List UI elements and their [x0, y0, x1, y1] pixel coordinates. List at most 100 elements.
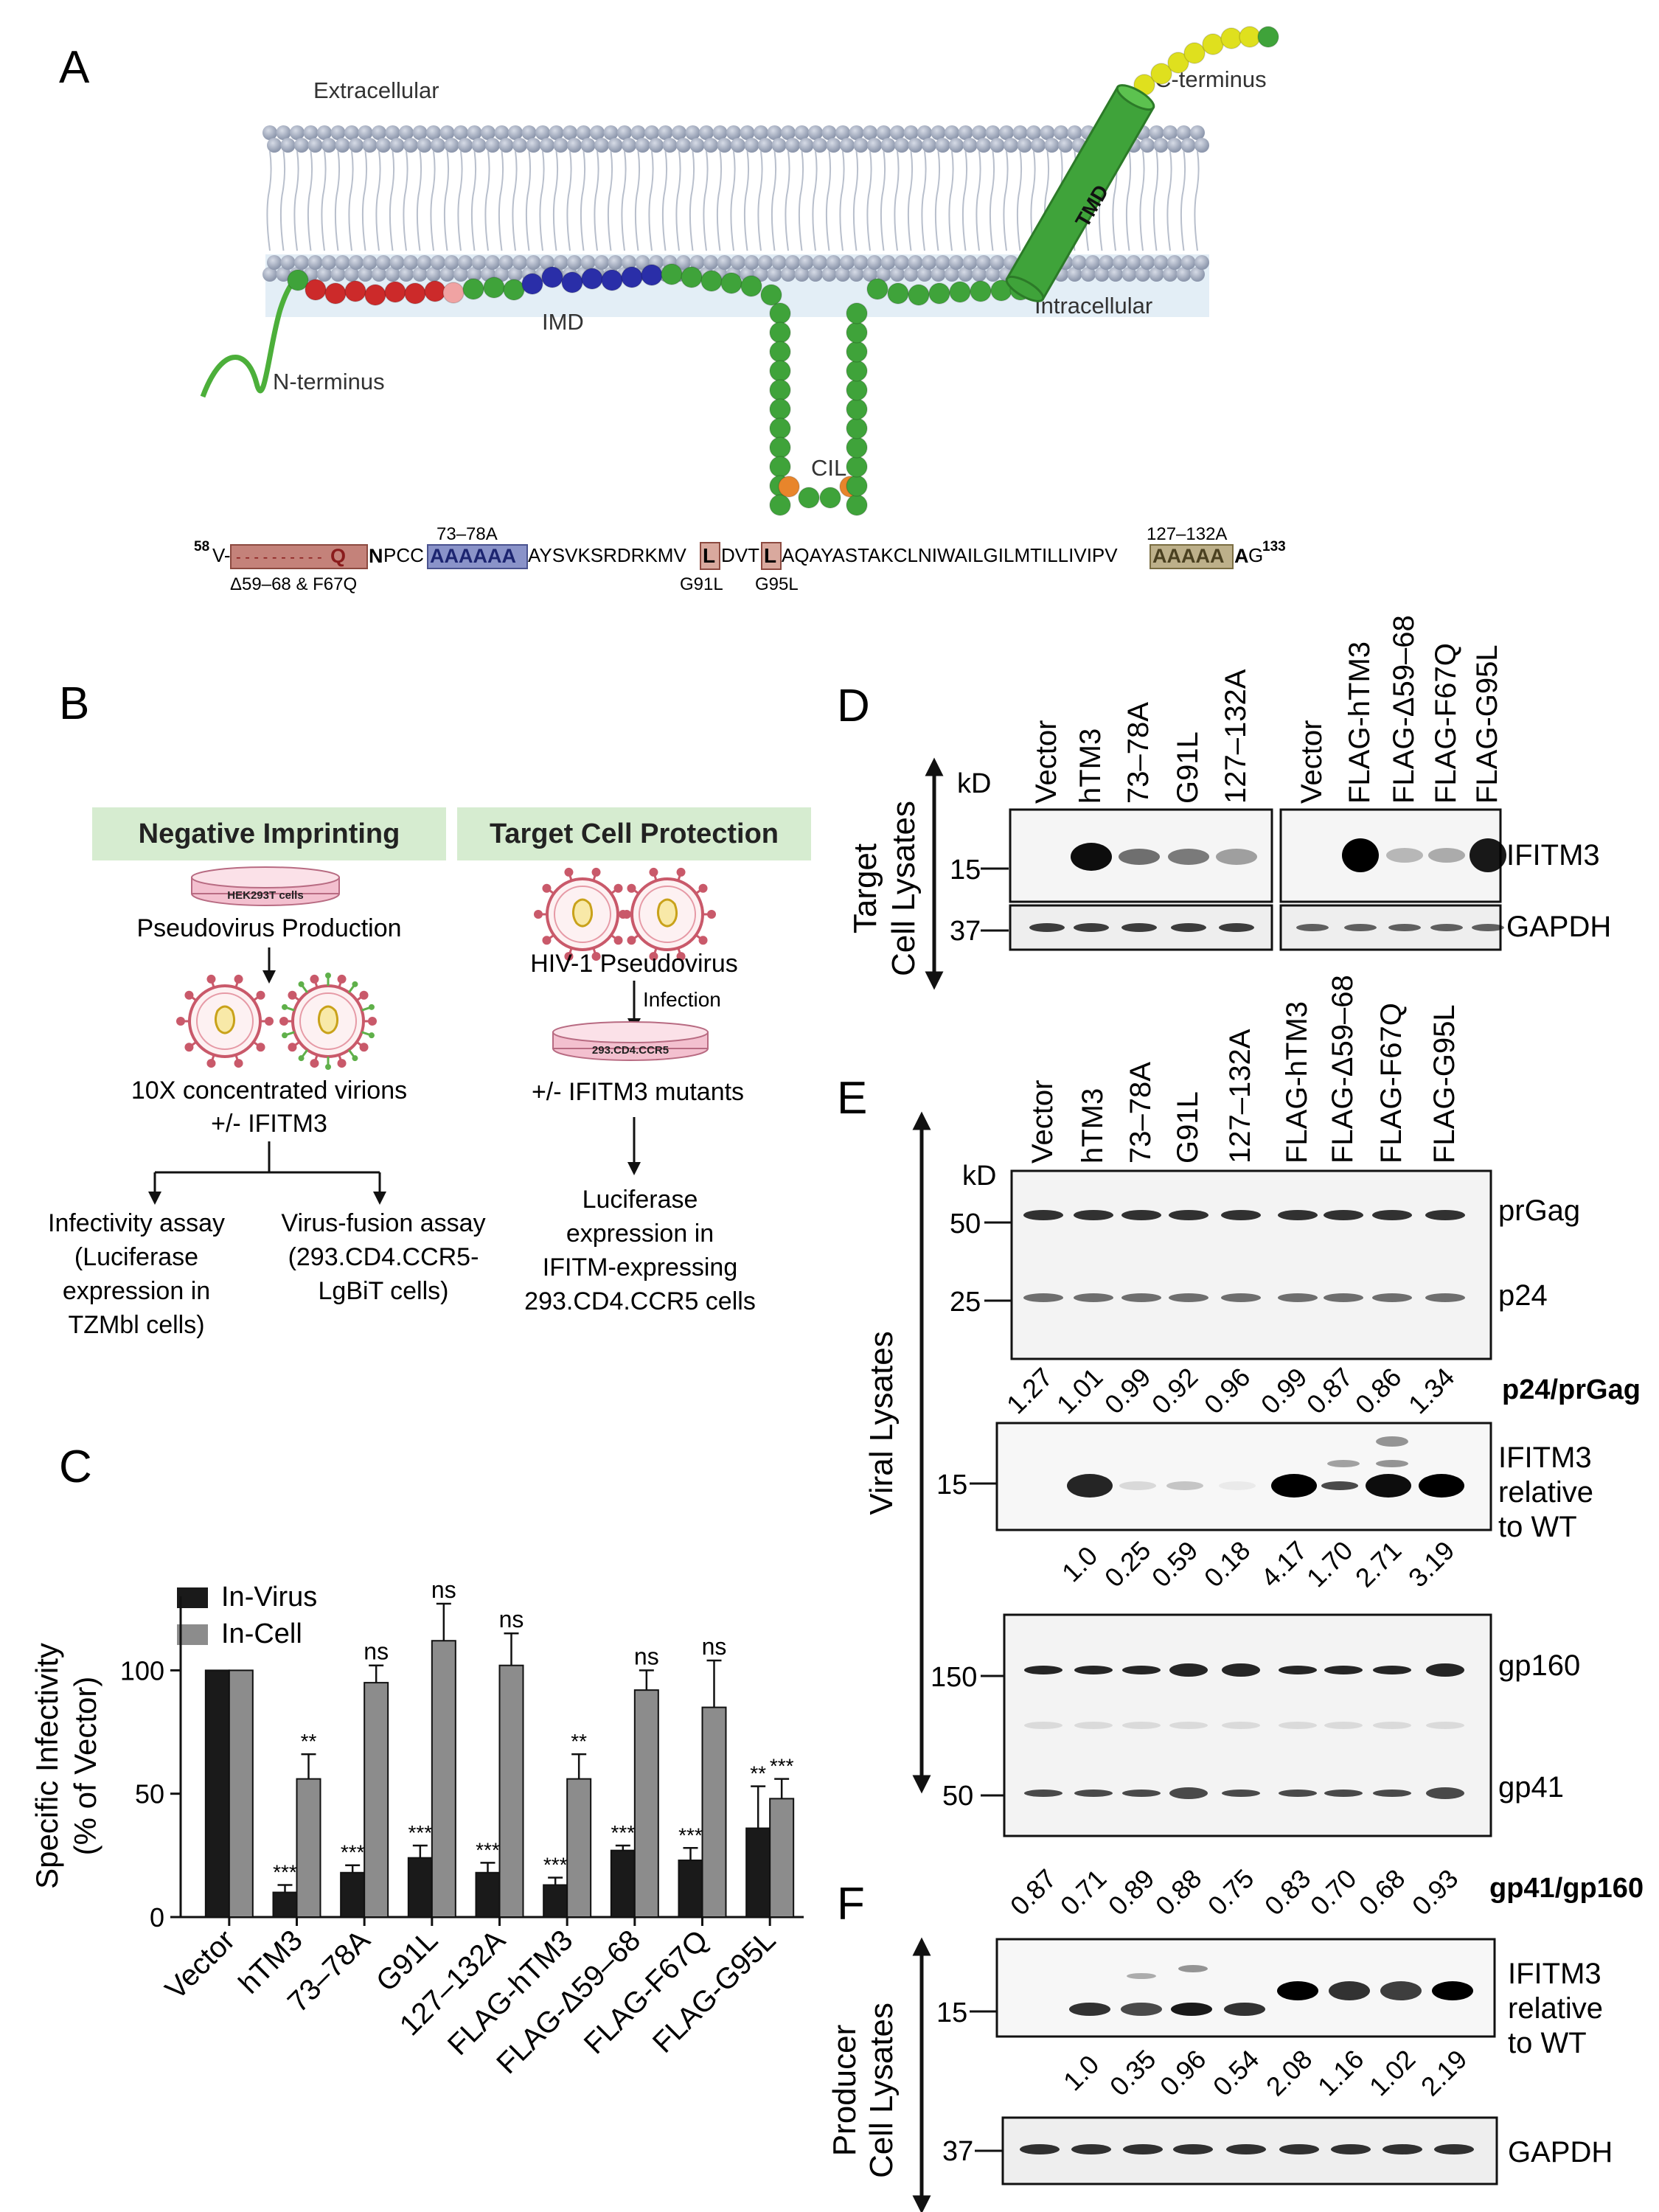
- lane-label: Vector: [1026, 1080, 1059, 1164]
- lipid-head: [1026, 125, 1041, 140]
- blot-band: [1071, 2144, 1111, 2154]
- significance-label: ***: [341, 1841, 365, 1864]
- amino-acid-bead: [661, 263, 683, 285]
- bar-in-virus: [475, 1871, 501, 1919]
- lipid-head: [1054, 125, 1068, 140]
- blot-band: [1071, 843, 1112, 871]
- amino-acid-bead: [769, 456, 791, 478]
- lipid-head: [835, 267, 850, 282]
- panel-label-f: F: [837, 1879, 865, 1930]
- blot-band: [1321, 1481, 1358, 1490]
- lipid-head: [794, 125, 810, 140]
- lipid-tail: [498, 150, 504, 251]
- lipid-head: [563, 125, 577, 140]
- blot-band: [1222, 1722, 1260, 1729]
- panel-f-side-label-1: Producer: [827, 2025, 863, 2157]
- lipid-head: [540, 255, 554, 270]
- ifitm3-value: 4.17: [1255, 1535, 1313, 1593]
- panel-f-marker-37: 37: [942, 2136, 973, 2167]
- lipid-head: [622, 255, 636, 270]
- blot-band: [1171, 923, 1206, 932]
- panel-e-ifitm3-3: to WT: [1498, 1511, 1577, 1543]
- amino-acid-bead: [778, 476, 800, 498]
- lipid-head: [1163, 125, 1178, 140]
- amino-acid-bead: [769, 398, 791, 420]
- lipid-head: [849, 125, 864, 140]
- panel-e-ifitm3-2: relative: [1498, 1476, 1593, 1509]
- lipid-head: [1163, 267, 1178, 282]
- lipid-head: [917, 125, 932, 140]
- blot-band: [1178, 1965, 1208, 1972]
- lipid-head: [1149, 267, 1164, 282]
- lipid-head: [376, 255, 391, 270]
- bar-in-virus: [340, 1871, 366, 1919]
- lipid-tail: [1194, 150, 1200, 251]
- blot-band: [1224, 2003, 1265, 2016]
- ifitm3-value: 0.35: [1104, 2044, 1162, 2102]
- lipid-head: [880, 138, 896, 153]
- seq-l95: L: [764, 544, 776, 567]
- lipid-head: [494, 267, 509, 282]
- lipid-head: [498, 138, 514, 153]
- seq-q67: Q: [330, 545, 346, 567]
- panel-e-gp160-label: gp160: [1498, 1649, 1580, 1682]
- lipid-head: [1140, 138, 1155, 153]
- lipid-head: [630, 125, 646, 140]
- lipid-head: [294, 255, 309, 270]
- blot-band: [1425, 1293, 1465, 1302]
- ratio-value: 0.99: [1099, 1362, 1157, 1420]
- blot-band: [1173, 2144, 1213, 2154]
- y-tick-label: 100: [120, 1655, 164, 1686]
- amino-acid-bead: [769, 321, 791, 344]
- dish2-label: 293.CD4.CCR5: [592, 1044, 669, 1057]
- amino-acid-bead: [846, 437, 868, 459]
- lipid-tail: [1139, 150, 1145, 251]
- amino-acid-bead: [1239, 26, 1261, 48]
- blot-band: [1123, 2144, 1163, 2154]
- lipid-head: [813, 138, 827, 153]
- lipid-head: [1067, 267, 1082, 282]
- lane-label: G91L: [1172, 1091, 1204, 1164]
- amino-acid-bead: [908, 284, 930, 306]
- lipid-head: [276, 125, 291, 140]
- lipid-tail: [430, 150, 436, 251]
- blot-e-gag: [1010, 1169, 1492, 1360]
- ifitm3-value: 1.0: [1057, 2049, 1105, 2096]
- blot-band: [1222, 1790, 1260, 1797]
- blot-band: [1221, 1210, 1261, 1220]
- blot-band: [1432, 1981, 1473, 2000]
- lipid-head: [1040, 125, 1055, 140]
- lipid-head: [903, 125, 919, 140]
- lipid-tail: [1030, 150, 1036, 251]
- legend-in-virus: In-Virus: [221, 1582, 317, 1613]
- lipid-head: [498, 255, 514, 270]
- seq-start-residue: V-: [212, 544, 231, 566]
- lipid-tail: [675, 150, 681, 251]
- blot-band: [1342, 838, 1379, 872]
- lipid-head: [1121, 267, 1137, 282]
- lane-label: FLAG-hTM3: [1343, 641, 1376, 804]
- lipid-head: [717, 255, 732, 270]
- lipid-head: [863, 267, 877, 282]
- lipid-head: [867, 255, 882, 270]
- lipid-head: [785, 255, 800, 270]
- lipid-tail: [443, 150, 450, 251]
- panel-e-p24-label: p24: [1498, 1279, 1548, 1312]
- lipid-head: [976, 255, 991, 270]
- lipid-head: [726, 125, 741, 140]
- seq-dvt: DVT: [721, 544, 759, 566]
- bar-in-virus: [204, 1669, 230, 1918]
- lipid-head: [985, 125, 1001, 140]
- lipid-head: [321, 255, 336, 270]
- blot-band: [1430, 924, 1463, 931]
- panel-e-marker-15: 15: [936, 1470, 967, 1500]
- amino-acid-bead: [846, 341, 868, 363]
- lipid-tail: [689, 150, 695, 251]
- lipid-head: [1094, 267, 1110, 282]
- lipid-head: [880, 255, 896, 270]
- lipid-tail: [648, 150, 654, 251]
- blot-band: [1376, 1436, 1408, 1447]
- lane-label: 73–78A: [1122, 702, 1155, 804]
- lipid-head: [717, 138, 732, 153]
- bar-in-virus: [610, 1849, 636, 1918]
